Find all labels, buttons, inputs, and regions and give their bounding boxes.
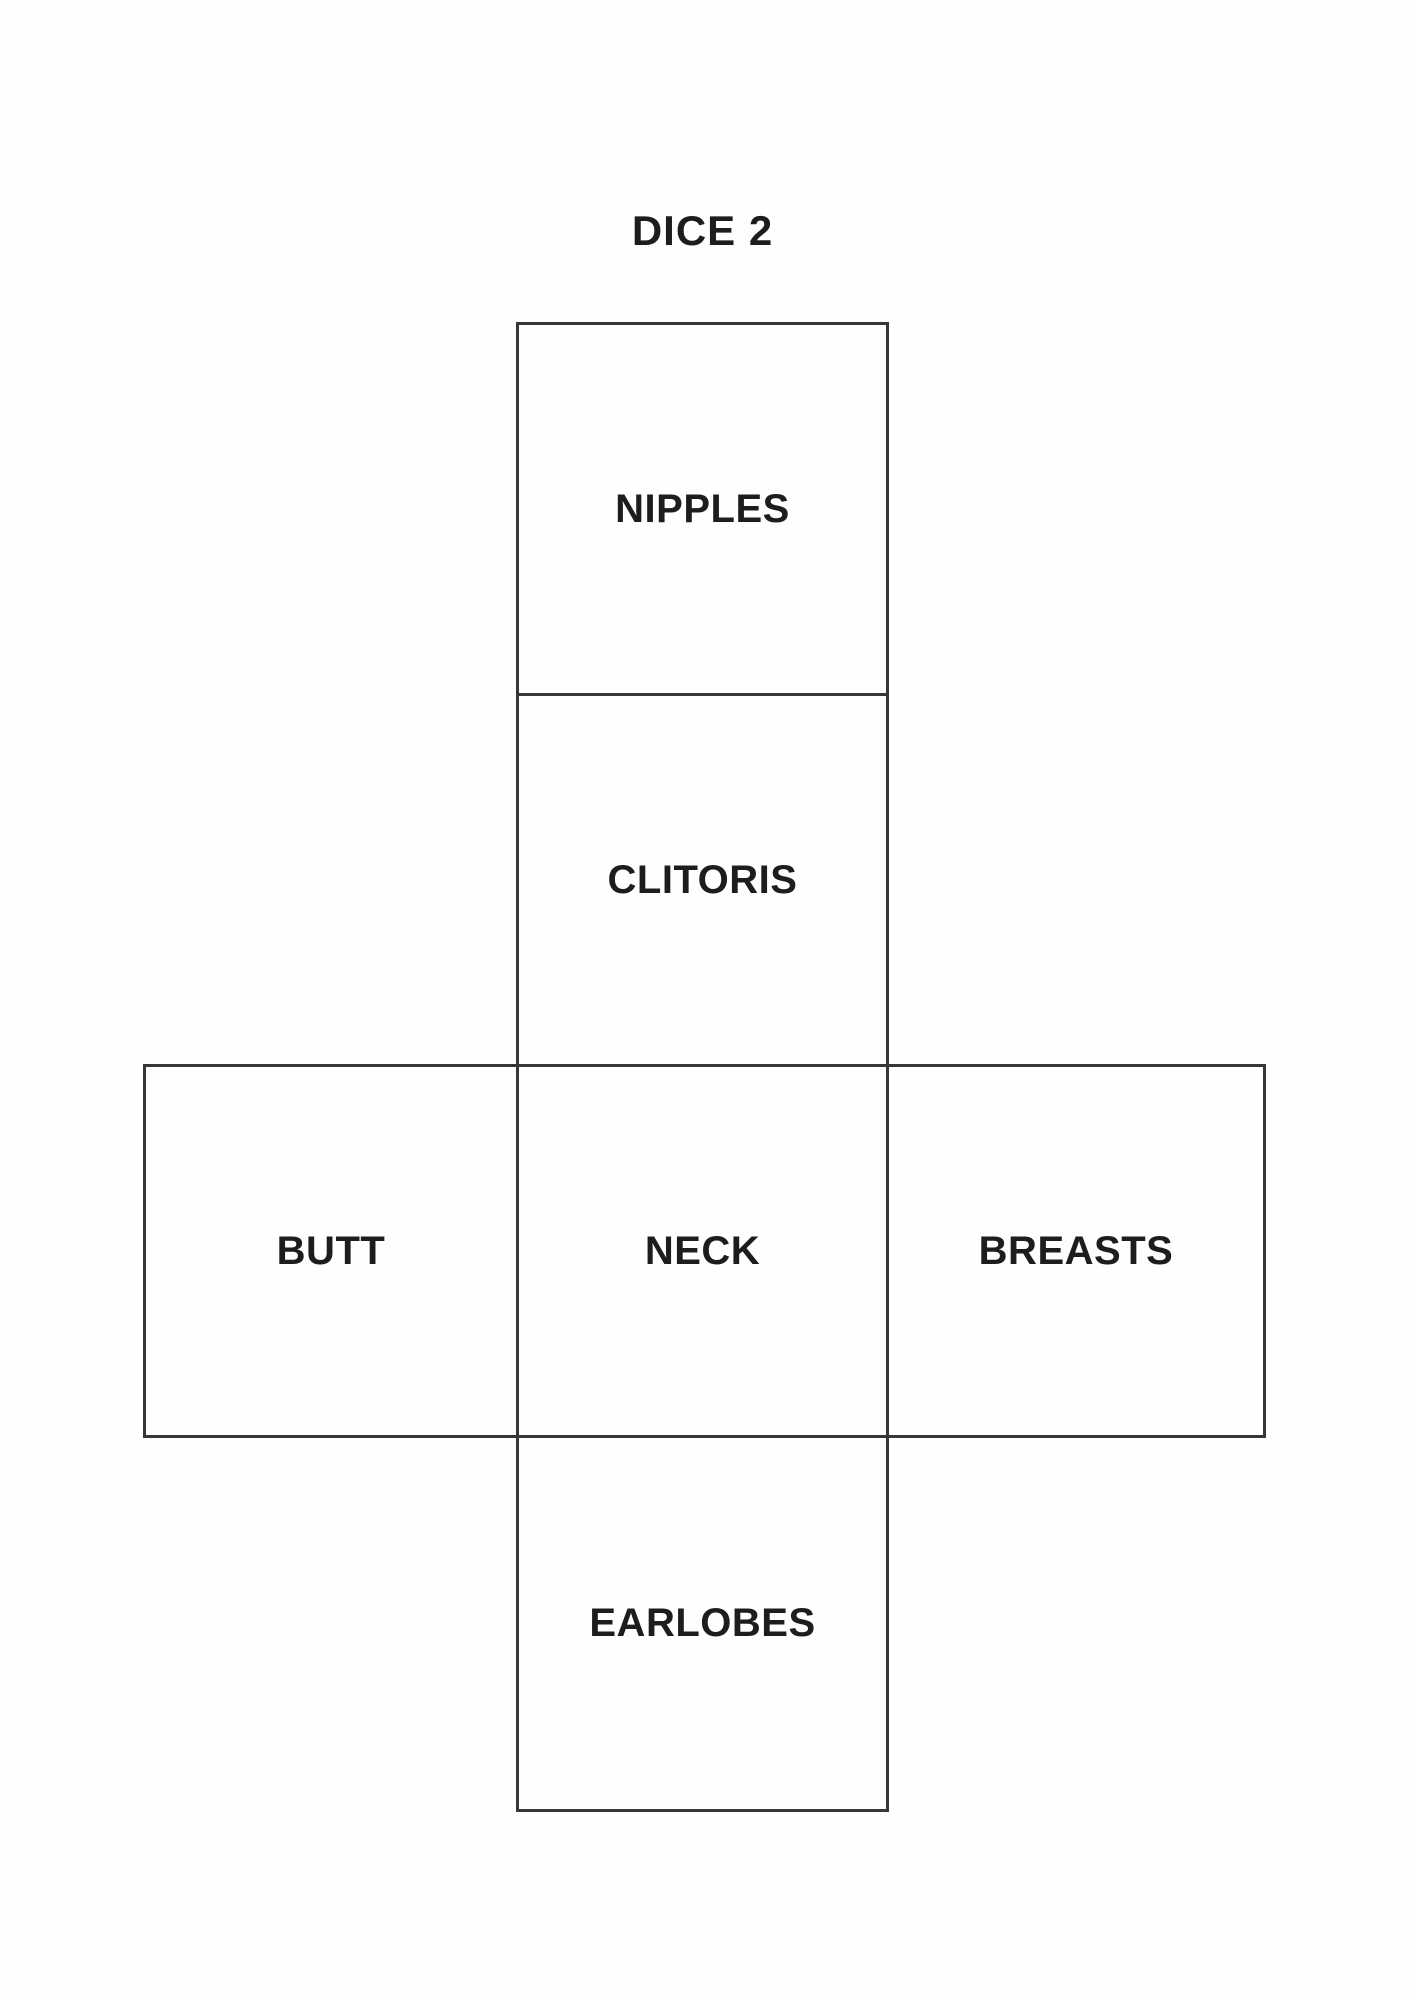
- die-face-earlobes: EARLOBES: [516, 1435, 889, 1812]
- diagram-title: DICE 2: [631, 207, 774, 254]
- die-face-label: NECK: [644, 1228, 761, 1273]
- die-face-butt: BUTT: [143, 1064, 519, 1438]
- die-face-label: BREASTS: [978, 1228, 1174, 1273]
- die-face-label: NIPPLES: [615, 486, 790, 531]
- die-face-breasts: BREASTS: [886, 1064, 1266, 1438]
- die-face-label: BUTT: [276, 1228, 386, 1273]
- die-face-nipples: NIPPLES: [516, 322, 889, 696]
- die-face-clitoris: CLITORIS: [516, 693, 889, 1067]
- die-face-label: EARLOBES: [589, 1601, 816, 1645]
- die-face-neck: NECK: [516, 1064, 889, 1438]
- die-face-label: CLITORIS: [607, 857, 798, 902]
